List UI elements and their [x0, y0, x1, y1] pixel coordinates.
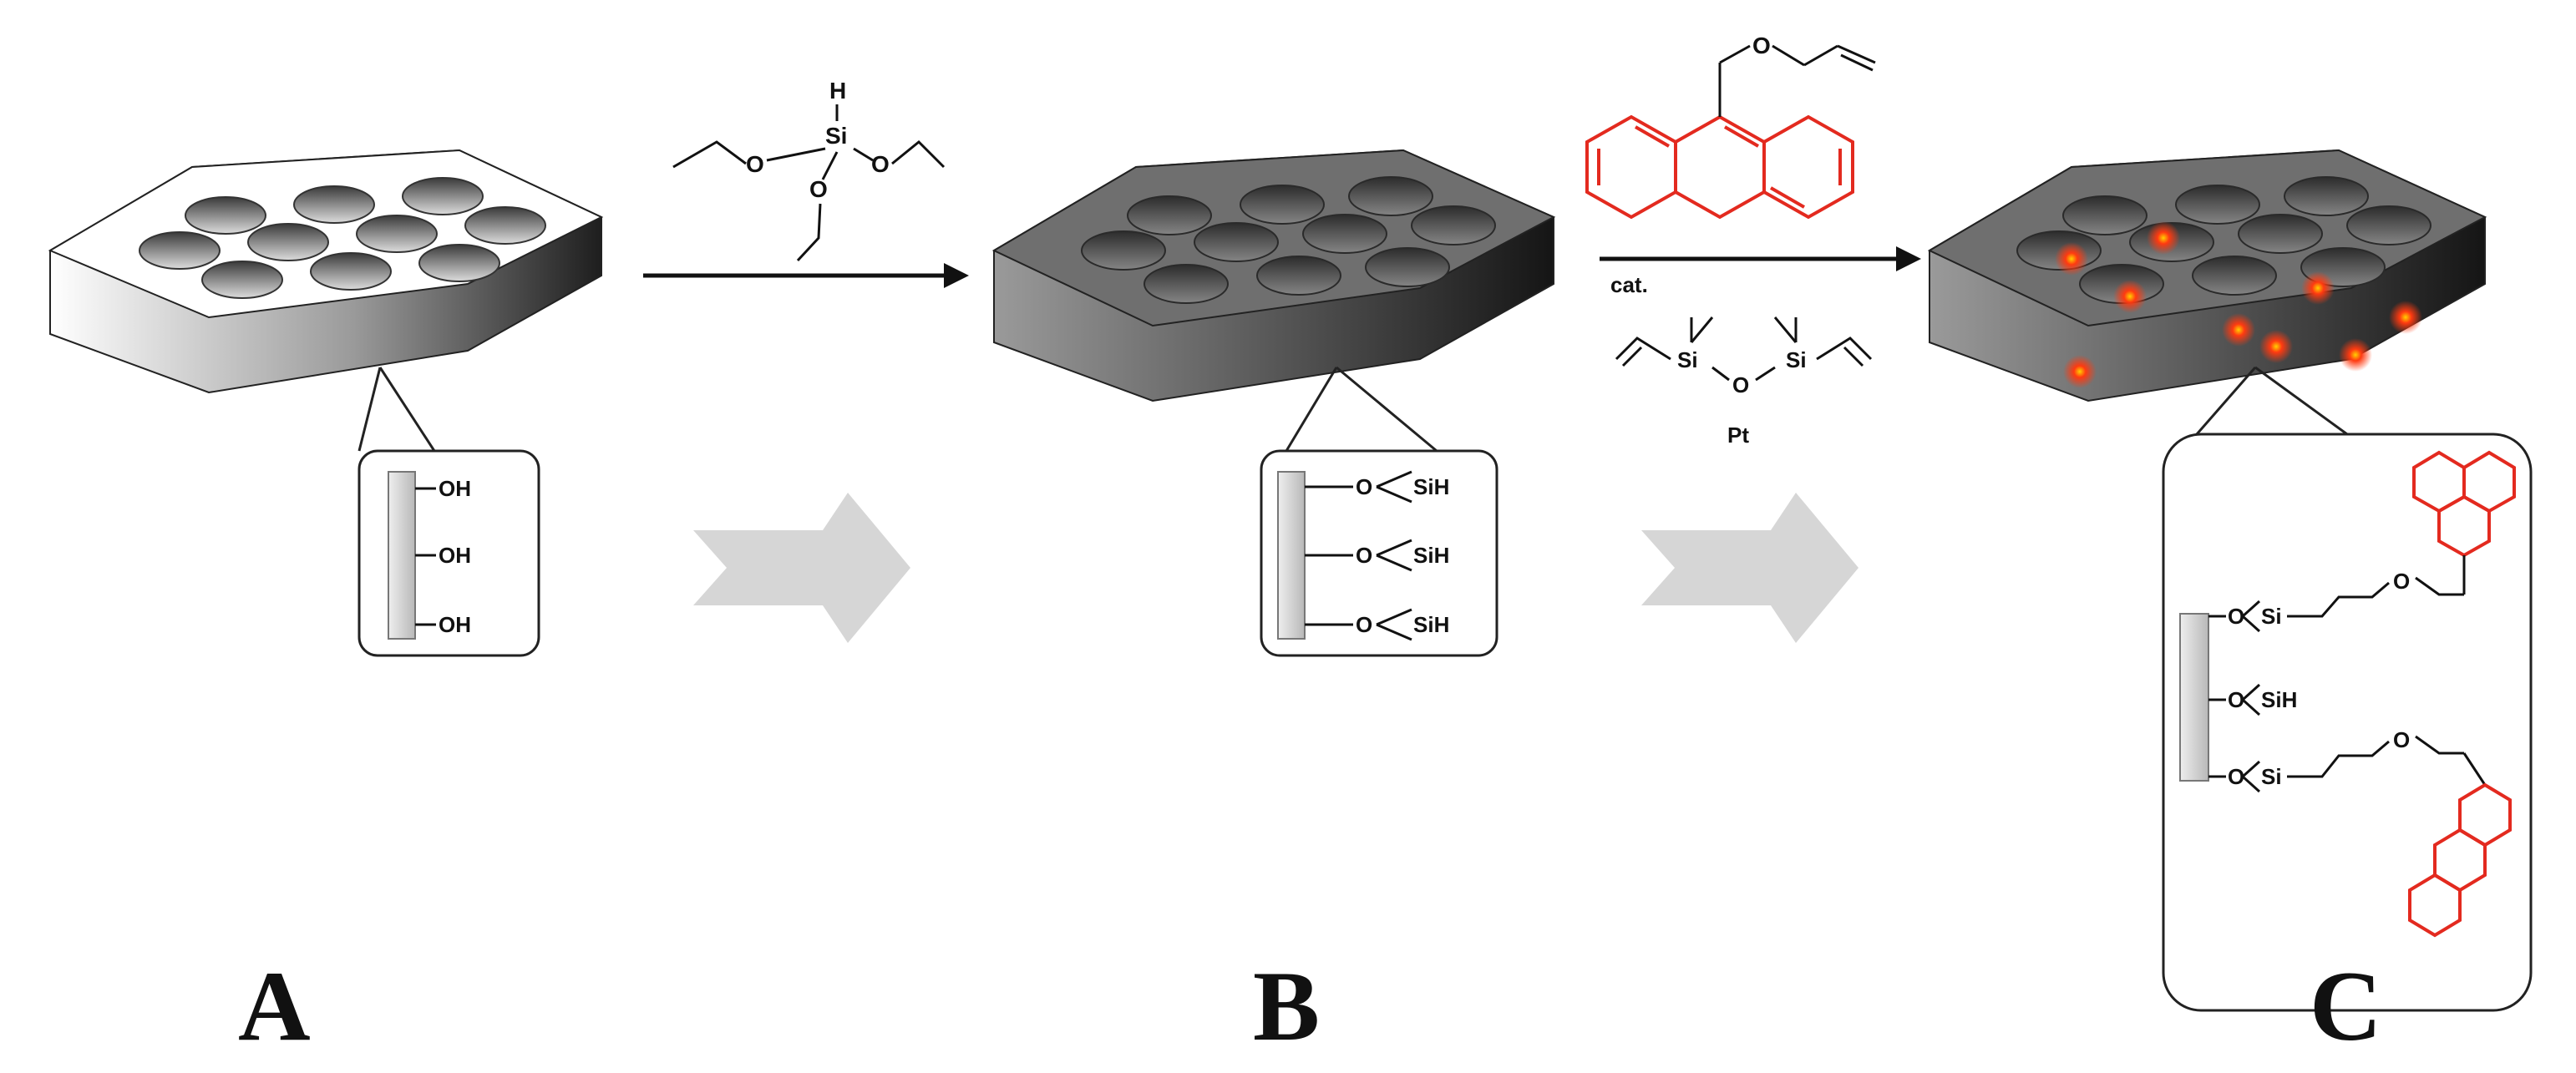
pores-a [139, 177, 546, 299]
callout-c: O O O Si SiH Si O O [2162, 366, 2533, 1012]
linker-c-2: O [2228, 687, 2244, 712]
group-a-2: OH [439, 543, 471, 568]
linker-b-3: O [1356, 612, 1372, 637]
reagent-anthracene-allyl-ether: O [1585, 33, 1876, 220]
anthracene-bottom [2408, 752, 2512, 938]
callout-b: O O O SiH SiH SiH [1260, 366, 1498, 657]
reagent-triethoxysilane: H Si O O O [672, 78, 946, 262]
fluorophore-dots [2055, 221, 2422, 388]
linker-b-1: O [1356, 474, 1372, 499]
reaction-arrow-2 [1600, 246, 1921, 271]
ether-c-1: O [2393, 569, 2410, 594]
atom-o-down: O [809, 176, 828, 202]
callout-a: OH OH OH [357, 367, 540, 657]
metal-label: Pt [1727, 423, 1749, 448]
group-c-3: Si [2261, 764, 2282, 789]
panel-label-c: C [2310, 950, 2382, 1061]
reaction-arrow-1 [643, 263, 969, 288]
group-c-2: SiH [2261, 687, 2297, 712]
catalyst-label: cat. [1610, 272, 1648, 297]
pores-b [1081, 176, 1496, 304]
progress-arrow-2 [1641, 493, 1858, 643]
group-a-1: OH [439, 476, 471, 501]
catalyst-si-right: Si [1786, 347, 1807, 372]
slab-a [48, 149, 604, 394]
group-b-1: SiH [1413, 474, 1449, 499]
ether-oxygen: O [1752, 33, 1771, 58]
catalyst-si-left: Si [1677, 347, 1698, 372]
atom-o-right: O [871, 151, 890, 177]
group-a-3: OH [439, 612, 471, 637]
anthracene-top [2412, 450, 2516, 595]
atom-si: Si [825, 123, 847, 149]
catalyst-o: O [1732, 372, 1749, 397]
linker-c-1: O [2228, 604, 2244, 629]
atom-h: H [829, 78, 846, 104]
panel-label-a: A [238, 950, 311, 1061]
progress-arrow-1 [693, 493, 910, 643]
slab-c [1927, 149, 2487, 402]
ether-c-2: O [2393, 727, 2410, 752]
group-b-2: SiH [1413, 543, 1449, 568]
karstedt-catalyst: Si O Si Pt [1615, 316, 1873, 448]
panel-label-b: B [1253, 950, 1320, 1061]
linker-c-3: O [2228, 764, 2244, 789]
linker-b-2: O [1356, 543, 1372, 568]
slab-b [991, 149, 1556, 402]
group-b-3: SiH [1413, 612, 1449, 637]
atom-o-left: O [746, 151, 764, 177]
group-c-1: Si [2261, 604, 2282, 629]
